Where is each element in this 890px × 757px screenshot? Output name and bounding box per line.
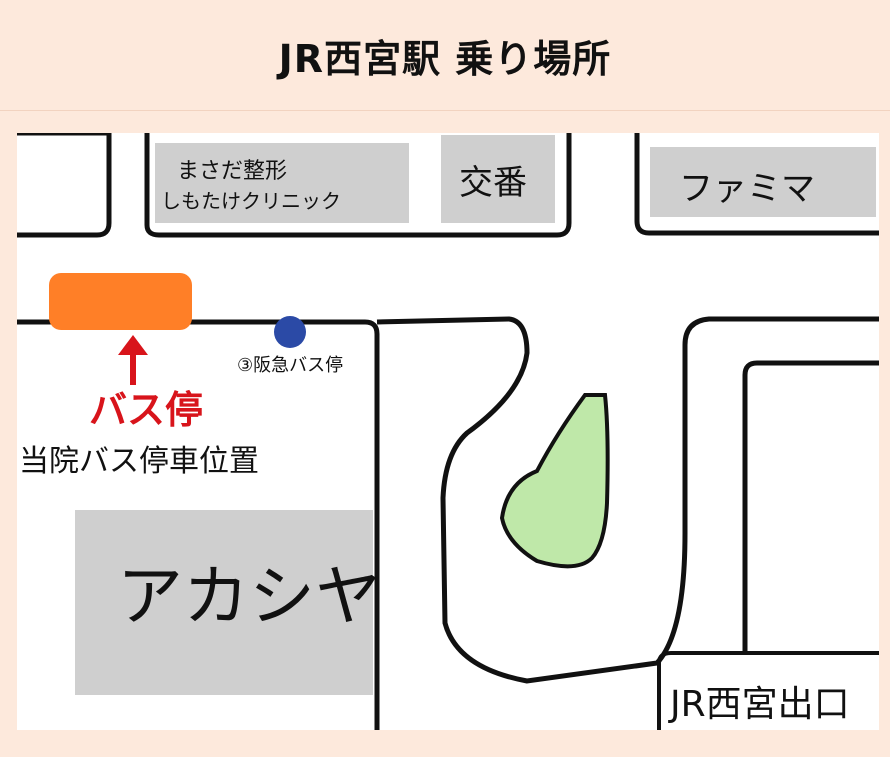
block-top-left [17, 133, 112, 238]
street-map [17, 133, 879, 730]
clinic-label-1: まさだ整形 [177, 159, 288, 184]
bus-stop-marker [49, 273, 192, 330]
koban-building [441, 135, 555, 223]
akashiya-building [75, 510, 373, 695]
famima-label: ファミマ [679, 169, 815, 209]
hankyu-bus-stop-dot [274, 316, 306, 348]
block-famima [634, 133, 879, 236]
famima-building [650, 147, 876, 217]
block-right [742, 360, 879, 653]
page-header: JR西宮駅 乗り場所 [0, 0, 890, 111]
koban-label: 交番 [459, 163, 527, 203]
park-area [499, 393, 610, 569]
jr-exit-box [657, 651, 879, 730]
map-area: まさだ整形 しもたけクリニック 交番 ファミマ アカシヤ JR西宮出口 ③阪急バ… [17, 133, 879, 730]
bus-stop-arrow-icon [118, 335, 148, 385]
bus-stop-caption: 当院バス停車位置 [19, 444, 259, 479]
road-island [376, 316, 879, 684]
block-clinic [144, 133, 572, 238]
jr-exit-label: JR西宮出口 [670, 684, 850, 725]
bus-stop-label: バス停 [89, 388, 204, 432]
akashiya-label: アカシヤ [117, 558, 381, 635]
clinic-building [155, 143, 409, 223]
hankyu-bus-stop-label: ③阪急バス停 [237, 355, 344, 376]
block-akashiya [17, 319, 380, 730]
page-title: JR西宮駅 乗り場所 [278, 36, 612, 81]
clinic-label-2: しもたけクリニック [161, 189, 341, 213]
